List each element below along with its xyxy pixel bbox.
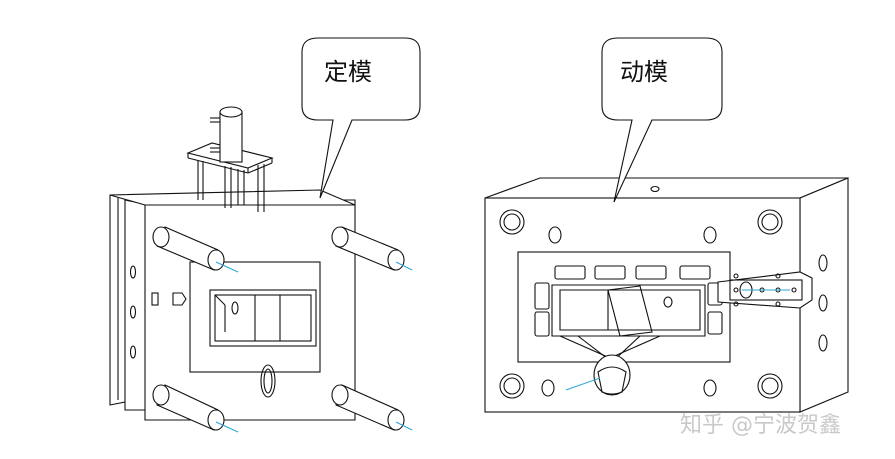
guide-pin-bottom-left <box>152 384 225 431</box>
fixed-mold-drawing <box>109 106 405 431</box>
watermark-text: 知乎 @宁波贺鑫 <box>680 413 841 438</box>
guide-pin-top-left <box>152 226 225 271</box>
moving-mold-callout: 动模 <box>601 37 723 203</box>
moving-mold-blue-leaders <box>565 289 790 391</box>
guide-pin-bottom-right <box>331 384 405 431</box>
fixed-mold-blue-leaders <box>215 261 413 433</box>
fixed-mold-label: 定模 <box>324 58 372 86</box>
moving-mold-drawing <box>484 177 849 413</box>
fixed-mold-callout: 定模 <box>301 37 421 199</box>
moving-mold-label: 动模 <box>620 58 668 86</box>
guide-pin-top-right <box>331 226 405 271</box>
